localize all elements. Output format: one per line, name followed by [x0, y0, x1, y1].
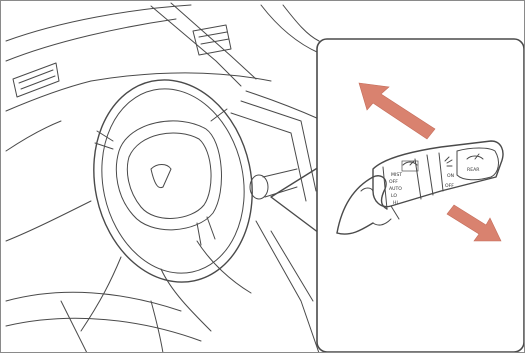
label-on: ON	[447, 173, 454, 179]
label-off-rear: OFF	[445, 183, 454, 189]
label-lo: LO	[391, 193, 397, 199]
label-auto: AUTO	[389, 186, 402, 192]
label-rear: REAR	[467, 167, 480, 173]
dashboard-line-art	[6, 3, 319, 353]
callout-pointer	[271, 167, 319, 233]
label-hi: HI	[393, 200, 398, 206]
label-mist: MIST	[391, 172, 402, 178]
label-off: OFF	[389, 179, 398, 185]
